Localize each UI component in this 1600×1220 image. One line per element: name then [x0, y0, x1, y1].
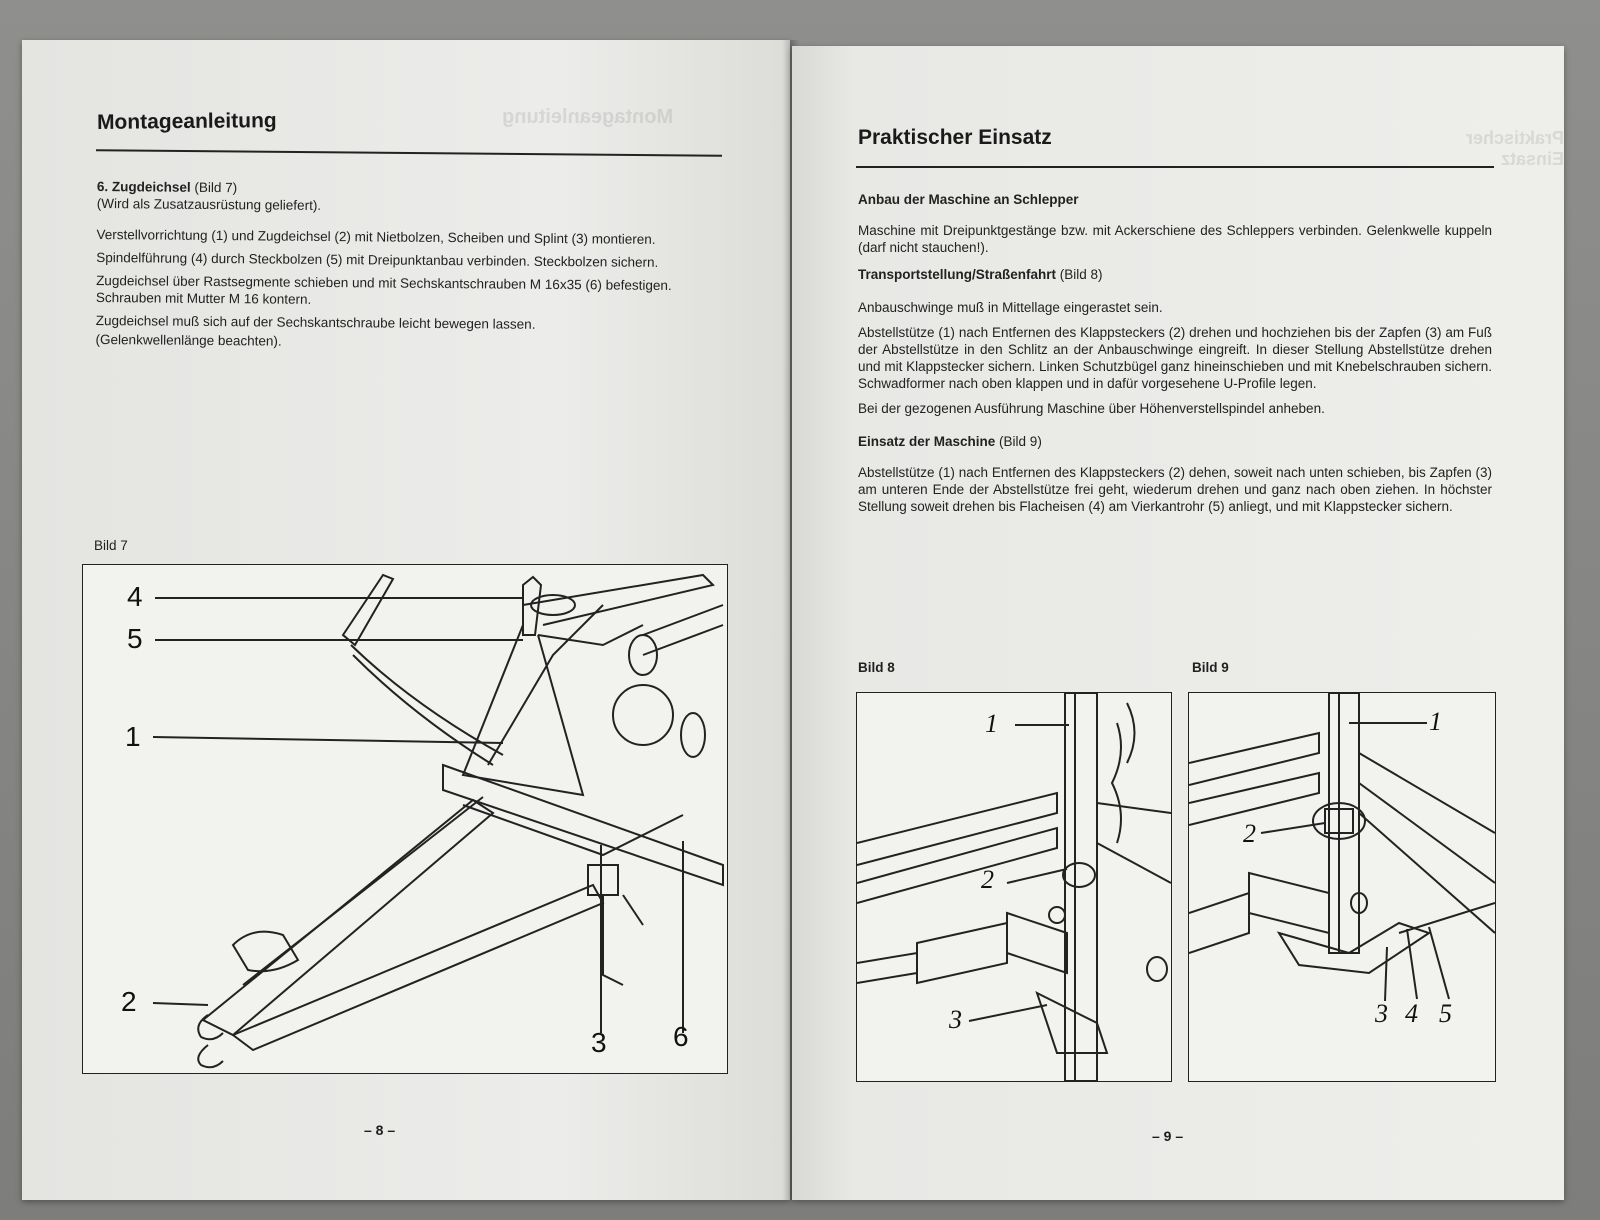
label-4: 4	[127, 581, 143, 612]
paragraph: Maschine mit Dreipunktgestänge bzw. mit …	[858, 223, 1492, 255]
paragraph: Abstellstütze (1) nach Entfernen des Kla…	[858, 465, 1492, 514]
left-page: Montageanleitung Montageanleitung 6. Zug…	[22, 40, 790, 1200]
heading-rule	[96, 149, 722, 157]
show-through-heading: Montageanleitung	[502, 106, 674, 128]
paragraph: Verstellvorrichtung (1) und Zugdeichsel …	[96, 226, 656, 247]
section-title: Einsatz der Maschine	[858, 434, 996, 449]
figure-caption: Bild 8	[858, 660, 895, 675]
label-1: 1	[1429, 707, 1442, 736]
label-5: 5	[127, 623, 143, 654]
figure-7: 4 5 1 2 3 6	[82, 564, 728, 1074]
label-1: 1	[125, 721, 141, 752]
stand-operation-illustration	[1189, 693, 1495, 1002]
label-3: 3	[591, 1027, 607, 1058]
heading-rule	[856, 166, 1494, 168]
label-2: 2	[981, 865, 994, 894]
label-4: 4	[1405, 999, 1418, 1028]
label-6: 6	[673, 1021, 689, 1052]
page-number: – 8 –	[364, 1122, 396, 1138]
section-ref: (Bild 7)	[190, 179, 238, 196]
figure-9: 1 2 3 4 5	[1188, 692, 1496, 1082]
label-2: 2	[121, 986, 137, 1017]
section-title: Anbau der Maschine an Schlepper	[858, 192, 1079, 207]
section-title: 6. Zugdeichsel	[96, 178, 191, 195]
paragraph: Zugdeichsel über Rastsegmente schieben u…	[95, 272, 672, 307]
label-2: 2	[1243, 819, 1256, 848]
label-1: 1	[985, 709, 998, 738]
paragraph: Bei der gezogenen Ausführung Maschine üb…	[858, 401, 1325, 416]
label-5: 5	[1439, 999, 1452, 1028]
section-text: Anbau der Maschine an Schlepper Maschine…	[858, 191, 1492, 521]
label-3: 3	[1375, 999, 1388, 1028]
page-heading: Praktischer Einsatz	[858, 126, 1052, 149]
drawbar-illustration	[152, 573, 724, 1069]
show-through-heading: Praktischer Einsatz	[1465, 128, 1564, 169]
page-heading: Montageanleitung	[96, 109, 277, 134]
label-3: 3	[949, 1005, 962, 1034]
section-ref: (Bild 8)	[1056, 267, 1103, 282]
section-title: Transportstellung/Straßenfahrt	[858, 267, 1057, 282]
stand-transport-illustration	[857, 693, 1171, 1081]
figure-caption: Bild 9	[1192, 660, 1229, 675]
section-ref: (Bild 9)	[995, 434, 1042, 449]
paragraph: Spindelführung (4) durch Steckbolzen (5)…	[96, 249, 659, 270]
right-page: Praktischer Einsatz Praktischer Einsatz …	[792, 46, 1564, 1200]
figure-8: 1 2 3	[856, 692, 1172, 1082]
section-text: 6. Zugdeichsel (Bild 7) (Wird als Zusatz…	[95, 178, 719, 359]
paragraph: Abstellstütze (1) nach Entfernen des Kla…	[858, 325, 1492, 391]
figure-caption: Bild 7	[94, 538, 128, 553]
paragraph: Anbauschwinge muß in Mittellage eingeras…	[858, 300, 1163, 315]
paragraph: (Gelenkwellenlänge beachten).	[95, 331, 282, 349]
page-number: – 9 –	[1152, 1128, 1184, 1144]
